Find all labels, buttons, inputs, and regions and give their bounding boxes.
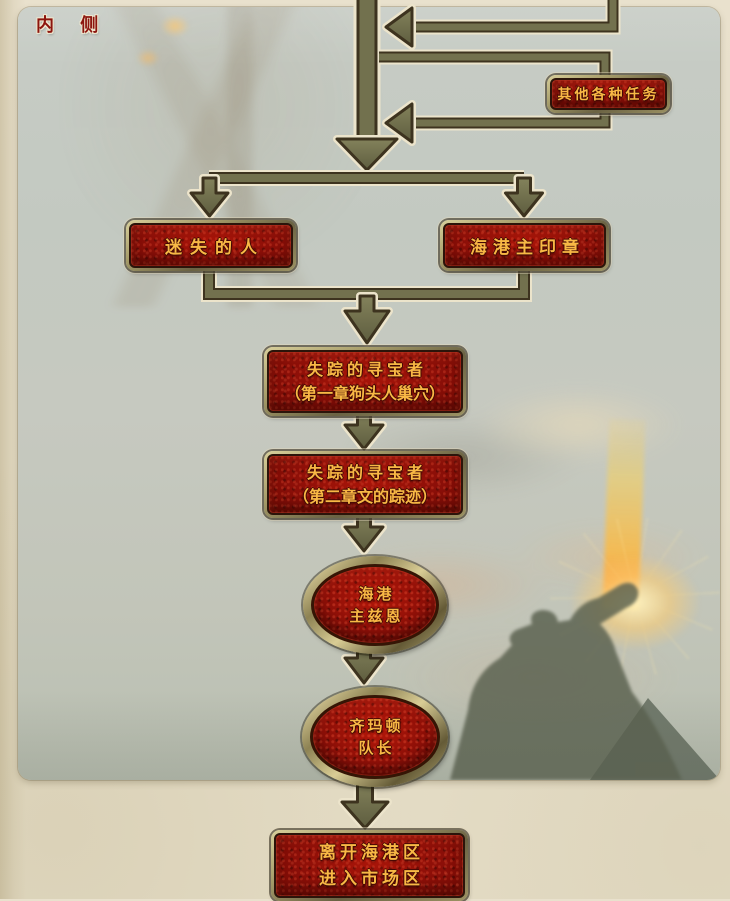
region-label: 内 侧 — [36, 15, 109, 36]
node-label-line2: （第二章文的踪迹） — [292, 486, 437, 506]
node-label-line1: 离开海港区 — [319, 842, 424, 863]
node-label-line2: 队长 — [358, 739, 395, 757]
node-harbor-master-zien[interactable]: 海港 主兹恩 — [303, 556, 447, 654]
node-label-line2: 进入市场区 — [319, 868, 424, 889]
arrow-down-icon — [340, 779, 390, 830]
torch-glow — [570, 555, 700, 650]
statue-silhouette — [450, 582, 720, 780]
node-missing-hunter-ch2[interactable]: 失踪的寻宝者 （第二章文的踪迹） — [264, 451, 466, 518]
lantern-glow — [136, 49, 160, 67]
node-captain-qimadun[interactable]: 齐玛顿 队长 — [302, 687, 448, 787]
node-label: 海港主印章 — [470, 238, 585, 258]
light-beam — [602, 418, 646, 610]
arrow-down-icon — [338, 777, 392, 832]
node-label: 迷失的人 — [165, 238, 265, 258]
node-leave-harbor[interactable]: 离开海港区 进入市场区 — [271, 830, 468, 901]
light-rays — [550, 517, 720, 677]
node-lost-person[interactable]: 迷失的人 — [126, 220, 296, 271]
node-label-line1: 失踪的寻宝者 — [306, 359, 427, 379]
node-harbor-seal[interactable]: 海港主印章 — [440, 220, 609, 271]
node-label-line2: 主兹恩 — [349, 607, 404, 625]
node-other-tasks[interactable]: 其他各种任务 — [547, 75, 670, 113]
node-label-line1: 失踪的寻宝者 — [306, 462, 427, 482]
node-label-line1: 齐玛顿 — [349, 717, 404, 735]
node-label-line2: （第一章狗头人巢穴） — [284, 383, 445, 403]
lantern-glow — [160, 15, 190, 37]
node-label: 其他各种任务 — [557, 87, 660, 103]
node-label-line1: 海港 — [358, 585, 395, 603]
node-missing-hunter-ch1[interactable]: 失踪的寻宝者 （第一章狗头人巢穴） — [264, 347, 466, 416]
